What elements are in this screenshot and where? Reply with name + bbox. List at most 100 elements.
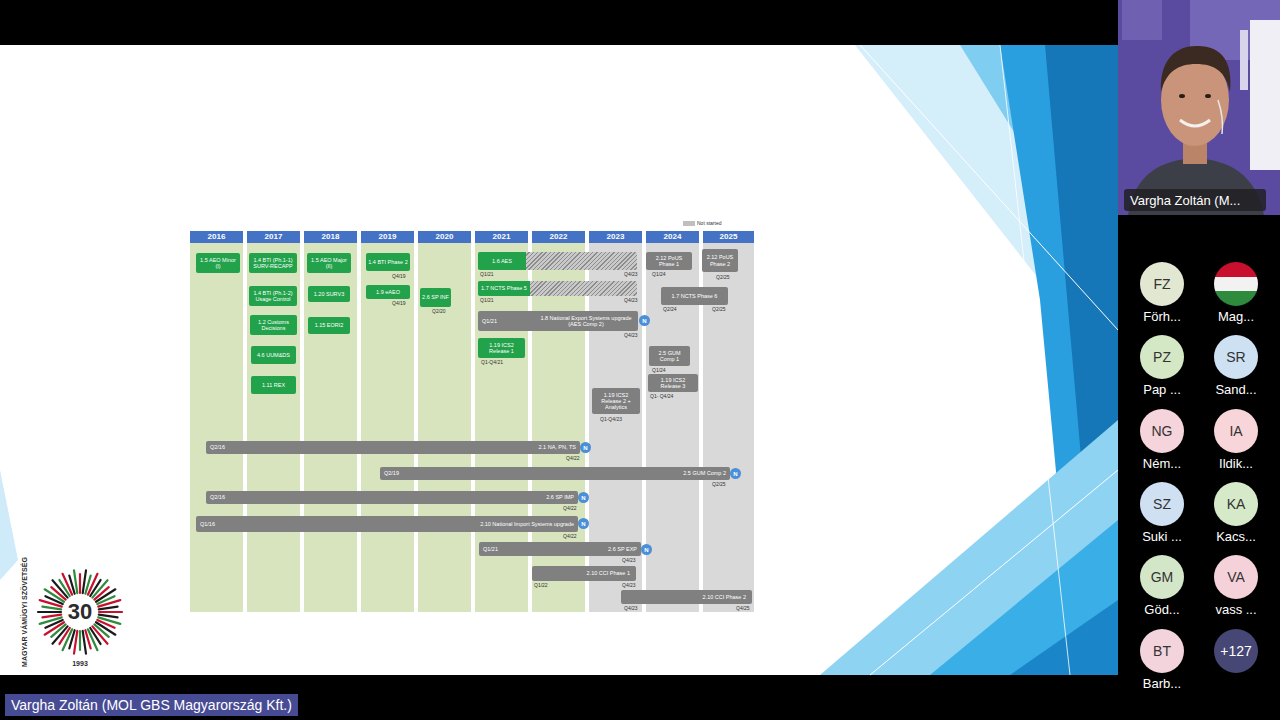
year-text: 2022 — [550, 233, 568, 241]
date-label: Q2/25 — [712, 307, 726, 312]
year-header: 2017 — [247, 231, 300, 243]
participant-text: Barb... — [1143, 677, 1181, 691]
circle-shape — [1214, 482, 1258, 526]
person-smile — [1180, 120, 1210, 126]
participant-text: FZ — [1153, 277, 1170, 291]
participant-avatar: PZPap ... — [1140, 335, 1184, 379]
person-eye — [1179, 94, 1185, 98]
bar-text: Q2/16 — [210, 494, 225, 500]
date-label: Q4/25 — [736, 606, 750, 611]
done-box: 1.5 AEO Minor (I) — [196, 253, 240, 273]
date-label: Q4/23 — [624, 272, 638, 277]
slide-ornament-line — [870, 470, 1118, 675]
logo-ray — [85, 630, 90, 648]
year-text: 2016 — [208, 233, 226, 241]
participant-text: NG — [1152, 424, 1173, 438]
participant-text: IA — [1229, 424, 1242, 438]
participant-avatar: IAIldik... — [1214, 409, 1258, 453]
done-box: 2.6 SP INF — [420, 288, 451, 307]
planned-box: 1.19 ICS2 Release 2 + Analytics — [592, 388, 640, 414]
legend-text: Not started — [697, 221, 721, 226]
date-label: Q1/22 — [534, 583, 548, 588]
done-box: 1.4 BTI Phase 2 — [366, 253, 410, 271]
bar-text: 1.8 National Export Systems upgrade (AES… — [538, 315, 634, 328]
slide-ornament — [930, 520, 1118, 675]
year-text: 2017 — [265, 233, 283, 241]
status-letter: N — [583, 445, 587, 451]
slide-ornament — [820, 420, 1118, 675]
year-text: 2019 — [379, 233, 397, 241]
speaker-name: Vargha Zoltán (MOL GBS Magyarország Kft.… — [11, 697, 292, 713]
participant-text: Förh... — [1143, 310, 1181, 324]
bar-text: 2.5 GUM Comp 2 — [683, 470, 726, 476]
date-label: Q4/23 — [624, 606, 638, 611]
item-text: 1.19 ICS2 Release 2 + Analytics — [594, 392, 638, 411]
status-circle: N — [578, 518, 589, 529]
item-text: 1.5 AEO Major (II) — [309, 257, 349, 270]
participant-text: Sand... — [1215, 383, 1256, 397]
slide-ornament-line — [860, 45, 1118, 330]
participant-avatar: KAKacs... — [1214, 482, 1258, 526]
circle-shape — [1140, 335, 1184, 379]
bar-text: 2.10 CCI Phase 1 — [587, 570, 630, 576]
year-header: 2025 — [703, 231, 754, 243]
timeline-bar: Q1/212.6 SP EXP — [479, 542, 641, 556]
year-header: 2023 — [589, 231, 642, 243]
not-started-bar: 1.6 AES — [478, 252, 637, 270]
year-text: 2020 — [436, 233, 454, 241]
year-column — [304, 231, 357, 612]
date-label: Q1/24 — [652, 272, 666, 277]
camera-ground — [1118, 0, 1280, 215]
date-label: Q4/22 — [566, 456, 580, 461]
date-label: Q4/19 — [392, 274, 406, 279]
bar-text: Q2/16 — [210, 444, 225, 450]
bar-text: Q1/21 — [482, 318, 497, 324]
year-text: 2021 — [493, 233, 511, 241]
date-label: Q2/25 — [712, 482, 726, 487]
logo-ray — [79, 631, 81, 650]
item-text: 1.4 BTI (Ph.1-1) SURV-RECAPP — [251, 257, 295, 270]
logo-ray — [99, 615, 118, 618]
date-label: Q4/22 — [563, 534, 577, 539]
logo-ray — [42, 607, 61, 610]
circle-shape — [639, 315, 650, 326]
item-text: 1.4 BTI Phase 2 — [368, 259, 407, 265]
circle-shape — [1140, 262, 1184, 306]
participant-text: Kacs... — [1216, 530, 1256, 544]
participant-avatar: FZFörh... — [1140, 262, 1184, 306]
participant-text: PZ — [1153, 350, 1171, 364]
logo-year: 1993 — [72, 660, 88, 667]
date-label: Q1-Q4/23 — [600, 417, 622, 422]
logo-text: MAGYAR VÁMÜGYI SZÖVETSÉG — [21, 557, 28, 667]
participant-avatar: VAvass ... — [1214, 555, 1258, 599]
date-label: Q1/21 — [480, 298, 494, 303]
date-label: Q1-Q4/21 — [481, 360, 503, 365]
person-eye — [1205, 94, 1211, 98]
circle-shape — [580, 442, 591, 453]
camera-name-tag: Vargha Zoltán (M... — [1124, 189, 1266, 211]
item-text: 2.12 PoUS Phase 2 — [704, 254, 736, 267]
circle-shape — [578, 492, 589, 503]
participant-text: GM — [1151, 570, 1174, 584]
logo-ray — [38, 611, 61, 613]
done-box: 1.4 BTI (Ph.1-1) SURV-RECAPP — [249, 253, 297, 273]
circle-shape — [1214, 629, 1258, 673]
planned-box: 2.12 PoUS Phase 2 — [702, 249, 738, 272]
circle-shape — [578, 518, 589, 529]
circle-shape — [1214, 262, 1258, 306]
participant-avatar: SRSand... — [1214, 335, 1258, 379]
item-text: 2.5 GUM Comp 1 — [651, 350, 688, 363]
logo-ray — [99, 607, 118, 610]
item-text: 1.11 REX — [262, 382, 285, 388]
status-letter: N — [581, 521, 585, 527]
year-header: 2024 — [646, 231, 699, 243]
status-circle: N — [730, 468, 741, 479]
participant-avatar: SZSuki ... — [1140, 482, 1184, 526]
year-header: 2020 — [418, 231, 471, 243]
item-text: 1.2 Customs Decisions — [252, 319, 295, 332]
done-box: 1.4 BTI (Ph.1-2) Usage Control — [249, 286, 297, 306]
year-text: 2025 — [720, 233, 738, 241]
bar-text: 2.1 NA, PN, TS — [539, 444, 577, 450]
